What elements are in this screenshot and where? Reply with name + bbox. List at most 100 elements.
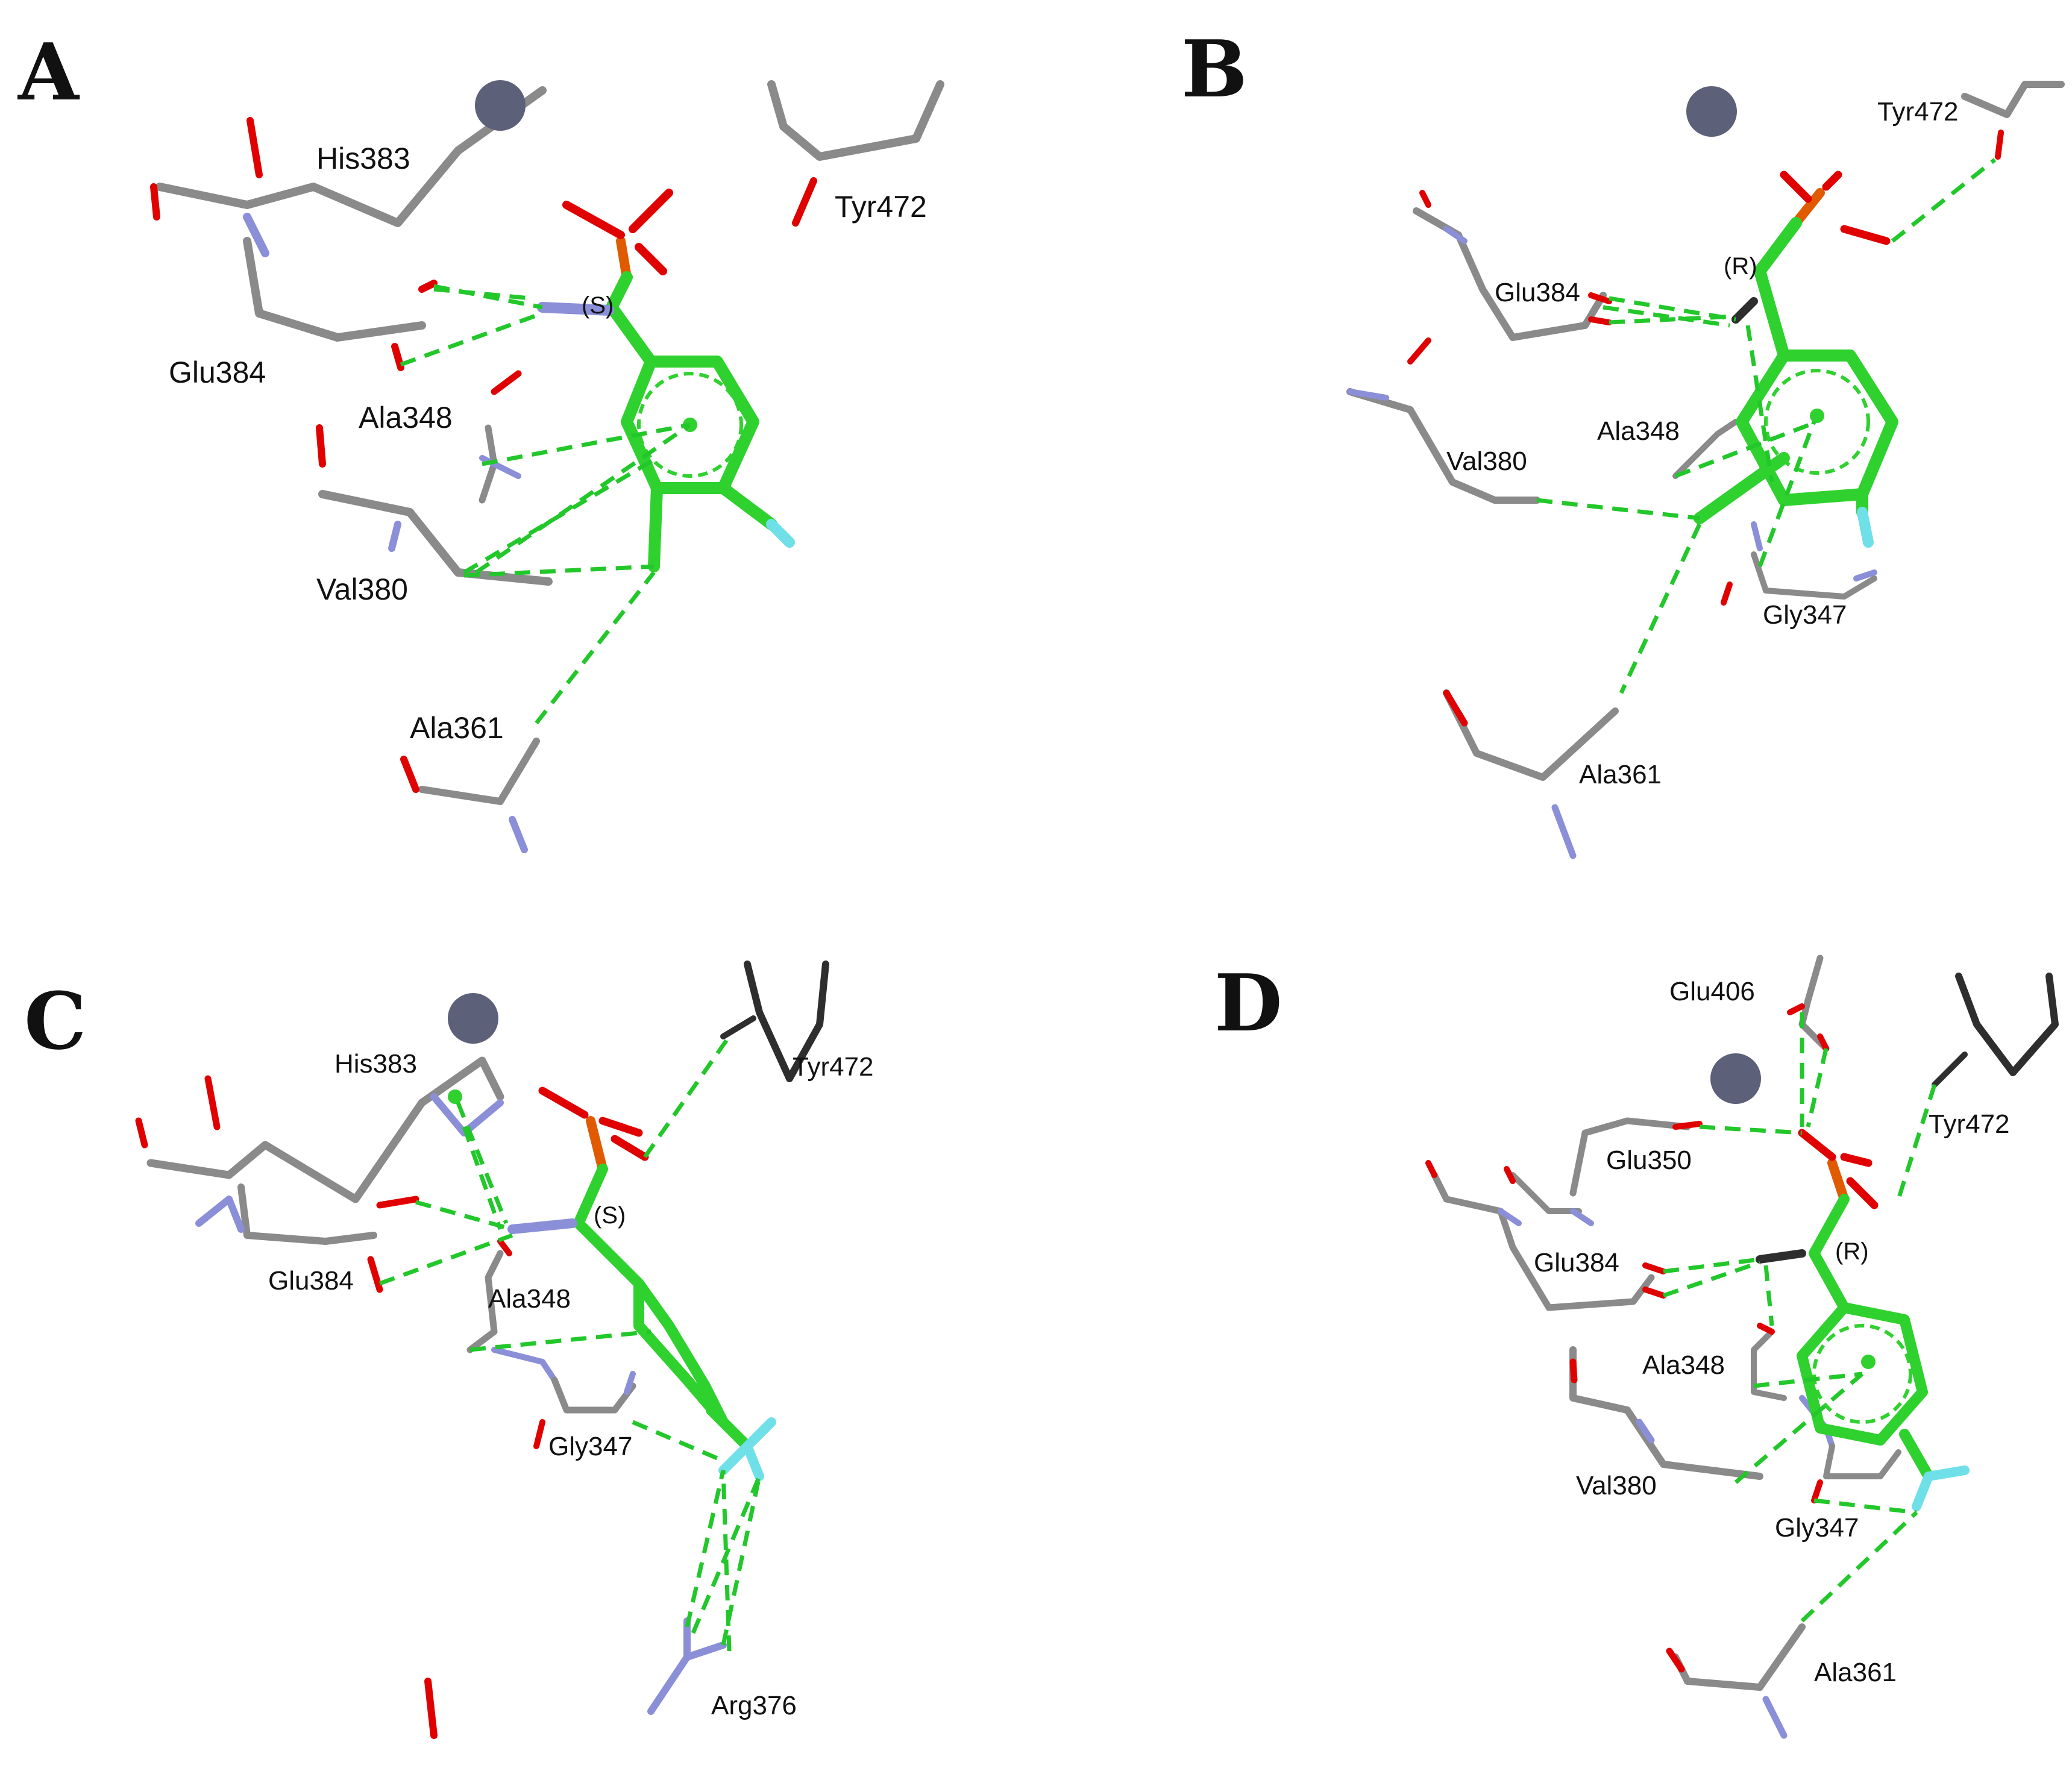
panel-a-interactions	[400, 284, 691, 725]
metal-ion-d	[1710, 1053, 1761, 1104]
hbond-glu384-b-2	[1609, 314, 1736, 325]
pi-his383-c-1	[456, 1102, 509, 1224]
phosphorus-bond-d	[1827, 1158, 1849, 1204]
phosphonate-o2	[629, 189, 673, 233]
label-c-his383: His383	[334, 1049, 417, 1079]
glu384-sidechain-d	[1431, 1171, 1655, 1311]
glu384-sidechain-c	[237, 1183, 377, 1245]
metal-ion-a	[475, 80, 526, 131]
val380-o	[316, 424, 326, 468]
ligand-amine-n-b	[1731, 297, 1758, 324]
panel-c: C	[24, 961, 874, 1739]
label-b-glu384: Glu384	[1495, 278, 1580, 307]
ligand-f1-c	[742, 1417, 776, 1451]
pi-ala348-d	[1753, 1371, 1863, 1388]
glu384-sidechain	[243, 237, 426, 342]
ala348-sidechain-b	[1672, 419, 1739, 479]
pi-ala348	[482, 422, 691, 466]
halogen-gly347-d	[1813, 1498, 1917, 1515]
pi-his383-c-2	[462, 1126, 503, 1230]
ligand-fluorine	[766, 519, 795, 548]
hbond-glu384-c-1	[415, 1200, 513, 1232]
label-d-glu384: Glu384	[1534, 1248, 1619, 1277]
phosphonate-o1-c	[538, 1086, 589, 1119]
ligand-amine-n	[537, 302, 614, 316]
halogen-arg376-c-4	[721, 1470, 732, 1652]
phosphonate-o2-b	[1822, 171, 1842, 191]
label-a-his383: His383	[316, 142, 410, 175]
arg376-o-c	[424, 1678, 438, 1739]
phosphonate-o3-b	[1840, 225, 1891, 245]
ligand-alpha-carbon-d	[1809, 1194, 1850, 1313]
ligand-methyl	[648, 482, 663, 572]
glu384-o2-c	[367, 1256, 383, 1293]
his383-centroid-c	[448, 1089, 462, 1104]
tyr472-ring-c	[744, 961, 829, 1082]
gly347-sidechain-b	[1751, 551, 1877, 600]
ligand-amine-n-d	[1756, 1249, 1806, 1264]
glu384-o2-b	[1588, 316, 1612, 325]
label-a-tyr472: Tyr472	[835, 190, 927, 224]
hbond-ala348-d	[1763, 1265, 1774, 1326]
tyr472-ring-d	[1955, 973, 2059, 1076]
glu406-o1-d	[1787, 1003, 1805, 1015]
stereo-b: (R)	[1724, 253, 1757, 280]
phosphorus-bond-b	[1791, 188, 1825, 228]
phosphonate-o1-b	[1780, 171, 1812, 203]
label-c-arg376: Arg376	[711, 1691, 797, 1720]
ala361-n-d	[1762, 1696, 1788, 1739]
glu406-o2-d	[1817, 1033, 1829, 1052]
panel-letter-c: C	[24, 975, 86, 1067]
label-b-ala348: Ala348	[1597, 416, 1680, 446]
pi-val380-2	[463, 456, 658, 575]
glu384-o2	[391, 343, 404, 371]
glu384-o1	[418, 280, 438, 293]
label-d-glu406: Glu406	[1669, 977, 1755, 1006]
glu350-o2-d	[1504, 1166, 1516, 1184]
ligand-c-f	[717, 482, 777, 530]
ligand-ring-centroid	[637, 372, 743, 478]
ala361-n-b	[1551, 804, 1577, 859]
ligand-ring-centroid-b	[1764, 369, 1870, 475]
phosphonate-o1	[562, 201, 625, 239]
alkyl-ala361	[535, 571, 656, 725]
label-d-gly347: Gly347	[1775, 1513, 1859, 1543]
ala348-o	[491, 370, 522, 395]
label-a-glu384: Glu384	[169, 356, 266, 389]
hbond-glu384-n-1	[433, 284, 543, 310]
panel-d-protein	[1425, 954, 2059, 1739]
ligand-alpha-carbon-c	[573, 1164, 644, 1289]
panel-c-interactions	[378, 1035, 762, 1652]
hbond-glu384-n-2	[400, 311, 544, 367]
label-c-tyr472: Tyr472	[793, 1052, 874, 1082]
panel-d-interactions	[1662, 1012, 1937, 1623]
label-c-glu384: Glu384	[268, 1266, 354, 1296]
alkyl-val380-b	[1536, 498, 1700, 521]
gly347-sidechain-d	[1823, 1443, 1901, 1479]
ala348-sidechain-c	[466, 1250, 504, 1353]
hbond-glu384-d-2	[1662, 1260, 1761, 1298]
ligand-phenyl-ring-d	[1797, 1302, 1928, 1446]
halogen-arg376-c-1	[685, 1470, 726, 1628]
label-d-ala348: Ala348	[1642, 1350, 1725, 1380]
glu384-o1-c	[376, 1196, 419, 1209]
his383-o-c	[204, 1075, 221, 1130]
ligand-fluorine-b	[1857, 507, 1874, 548]
ala348-n	[479, 455, 521, 479]
label-a-ala348: Ala348	[359, 401, 453, 434]
hbond-glu384-n-3	[433, 287, 531, 301]
panel-letter-a: A	[17, 26, 80, 118]
his383-sidechain	[155, 86, 547, 227]
phosphonate-o2-c	[598, 1117, 643, 1137]
label-b-val380: Val380	[1446, 447, 1527, 476]
panel-b-protein	[1346, 81, 2065, 859]
halogen-ala361-d	[1800, 1511, 1918, 1623]
phosphonate-o3-d	[1846, 1177, 1879, 1209]
hbond-glu406-d-2	[1806, 1048, 1829, 1127]
ligand-f2-d	[1912, 1472, 1933, 1511]
stereo-d: (R)	[1835, 1238, 1869, 1265]
tyr472-oh-b	[1995, 130, 2004, 160]
alkyl-val380	[463, 564, 655, 578]
panel-c-protein	[135, 961, 829, 1739]
hbond-tyr472-d	[1896, 1083, 1937, 1200]
